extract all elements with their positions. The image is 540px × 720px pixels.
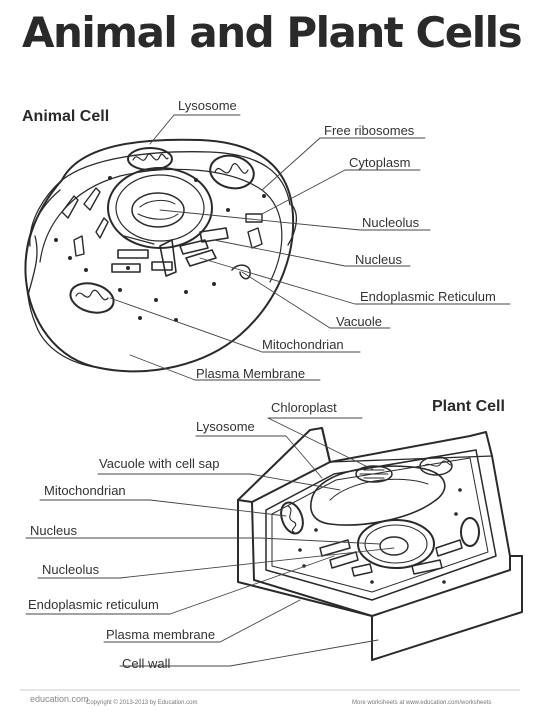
animal-er (111, 227, 229, 277)
footer-more-worksheets: More worksheets at www.education.com/wor… (352, 700, 492, 706)
animal-nucleolus (131, 192, 185, 228)
animal-label-nucleus: Nucleus (355, 252, 402, 267)
plant-label-vacuole: Vacuole with cell sap (99, 456, 220, 471)
plant-plasma-membrane (265, 449, 497, 601)
plant-label-endoplasmic-reticulum: Endoplasmic reticulum (28, 597, 159, 612)
plant-label-nucleolus: Nucleolus (42, 562, 100, 577)
plant-nucleolus (379, 536, 409, 556)
plant-er (319, 539, 463, 577)
animal-label-mitochondrian: Mitochondrian (262, 337, 344, 352)
plant-label-chloroplast: Chloroplast (271, 400, 337, 415)
plant-label-lysosome: Lysosome (196, 419, 255, 434)
animal-cell-heading: Animal Cell (22, 108, 110, 125)
plant-chloroplasts (355, 456, 453, 483)
animal-small-organelles (61, 187, 263, 257)
animal-mitochondria (69, 147, 255, 314)
footer-copyright: Copyright © 2013-2013 by Education.com (86, 700, 198, 706)
plant-mitochondria (280, 501, 480, 547)
plant-cell-drawing (25, 417, 523, 667)
plant-label-plasma-membrane: Plasma membrane (106, 627, 216, 642)
animal-label-endoplasmic-reticulum: Endoplasmic Reticulum (360, 289, 496, 304)
plant-label-nucleus: Nucleus (30, 523, 77, 538)
plant-nucleus (357, 519, 435, 569)
animal-label-free-ribosomes: Free ribosomes (324, 123, 415, 138)
animal-label-plasma-membrane: Plasma Membrane (196, 366, 306, 381)
plant-label-mitochondrian: Mitochondrian (44, 483, 126, 498)
education-logo: education.com (30, 694, 89, 704)
plant-vacuole (310, 465, 446, 526)
animal-label-cytoplasm: Cytoplasm (349, 155, 411, 170)
plant-label-cell-wall: Cell wall (122, 656, 171, 671)
animal-label-lysosome: Lysosome (178, 98, 237, 113)
animal-label-vacuole: Vacuole (336, 314, 383, 329)
page-title: Animal and Plant Cells (22, 8, 523, 57)
animal-label-nucleolus: Nucleolus (362, 215, 420, 230)
animal-vacuole (231, 264, 251, 280)
plant-cell-heading: Plant Cell (432, 398, 505, 415)
animal-cell-drawing (24, 114, 511, 381)
